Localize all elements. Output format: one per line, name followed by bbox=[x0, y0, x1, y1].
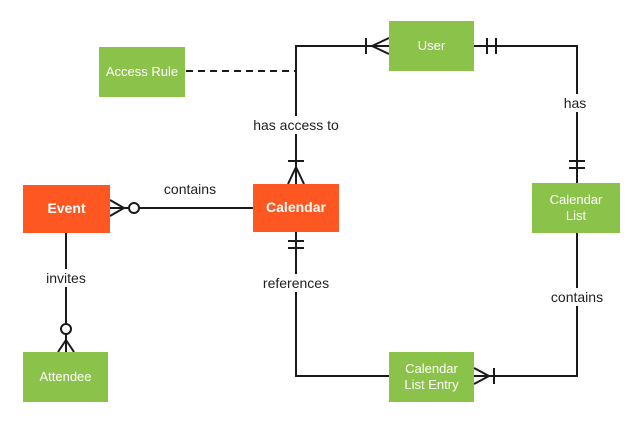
relationship-label-has-access-to: has access to bbox=[249, 116, 343, 134]
one-and-only-one-ticks bbox=[288, 240, 304, 249]
relationship-line-event-invites-attendee bbox=[57, 233, 75, 353]
relationship-line-user-has-calendar-list bbox=[474, 38, 585, 183]
relationship-label-contains-event-calendar: contains bbox=[159, 180, 221, 198]
relationship-line-calendar-references-entry bbox=[288, 232, 389, 377]
entity-attendee[interactable]: Attendee bbox=[23, 352, 108, 402]
one-and-only-one-ticks bbox=[569, 160, 585, 169]
relationship-label-has: has bbox=[559, 94, 591, 112]
entity-event[interactable]: Event bbox=[23, 185, 110, 233]
crow-foot-many bbox=[473, 367, 490, 385]
one-and-only-one-ticks bbox=[486, 38, 497, 54]
entity-calendar-list-entry[interactable]: Calendar List Entry bbox=[389, 352, 474, 402]
entity-calendar[interactable]: Calendar bbox=[253, 184, 339, 232]
relationship-label-references: references bbox=[258, 274, 334, 292]
zero-cardinality-circle bbox=[60, 323, 72, 335]
entity-access-rule[interactable]: Access Rule bbox=[99, 47, 185, 97]
crow-foot-many bbox=[371, 37, 390, 55]
relationship-label-contains-calendar-list: contains bbox=[546, 288, 608, 306]
relationship-line-calendar-has-access-to-user bbox=[287, 37, 390, 185]
entity-user[interactable]: User bbox=[389, 21, 474, 71]
entity-calendar-list[interactable]: Calendar List bbox=[532, 183, 620, 233]
relationship-line-calendar-list-contains-entry bbox=[473, 233, 578, 385]
crow-foot-many bbox=[57, 339, 75, 353]
relationship-label-invites: invites bbox=[42, 269, 90, 287]
zero-cardinality-circle bbox=[128, 202, 140, 214]
relationship-line-event-contains-calendar bbox=[109, 199, 253, 217]
crow-foot-many bbox=[287, 166, 305, 185]
